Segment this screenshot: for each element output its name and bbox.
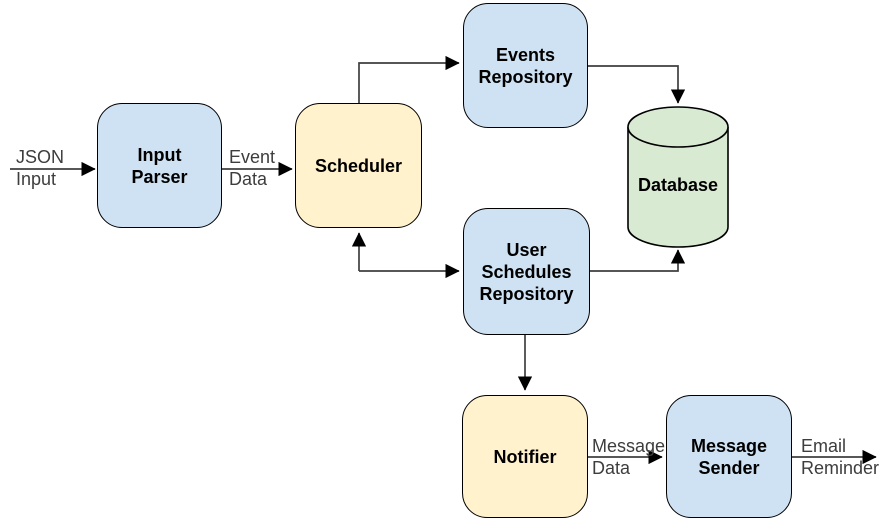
node-input-parser: Input Parser bbox=[97, 103, 222, 228]
node-label: Notifier bbox=[493, 446, 557, 467]
edge-label-message-data: Message Data bbox=[592, 435, 665, 479]
node-scheduler: Scheduler bbox=[295, 103, 422, 228]
connector-user-schedules-to-database bbox=[590, 249, 686, 272]
node-label: Events bbox=[495, 44, 556, 65]
edge-label-line: JSON bbox=[16, 147, 65, 167]
edge-label-json-input: JSON Input bbox=[16, 146, 64, 190]
node-user-schedules-repository: User Schedules Repository bbox=[463, 208, 590, 335]
node-label: Parser bbox=[131, 166, 188, 187]
node-label: Sender bbox=[698, 457, 760, 478]
edge-label-line: Data bbox=[592, 458, 631, 478]
edge-label-line: Input bbox=[16, 169, 57, 189]
node-database-label: Database bbox=[637, 174, 719, 195]
node-label: Scheduler bbox=[314, 155, 403, 176]
connector-scheduler-to-events-repository bbox=[358, 55, 460, 103]
edge-label-line: Reminder bbox=[801, 458, 880, 478]
node-label: Input bbox=[137, 144, 182, 165]
node-label: Repository bbox=[479, 283, 574, 304]
edge-label-line: Message bbox=[592, 436, 666, 456]
node-events-repository: Events Repository bbox=[463, 3, 588, 128]
node-label: User bbox=[506, 239, 547, 260]
database-cylinder bbox=[627, 106, 729, 248]
node-label: Repository bbox=[478, 66, 573, 87]
connector-events-repository-to-database bbox=[588, 65, 686, 104]
edge-label-line: Event bbox=[229, 147, 276, 167]
node-notifier: Notifier bbox=[462, 395, 588, 518]
edge-label-email-reminder: Email Reminder bbox=[801, 435, 879, 479]
edge-label-line: Email bbox=[801, 436, 847, 456]
node-label: Message bbox=[690, 435, 768, 456]
node-label: Schedules bbox=[481, 261, 572, 282]
edge-label-line: Data bbox=[229, 169, 268, 189]
node-message-sender: Message Sender bbox=[666, 395, 792, 518]
edge-label-event-data: Event Data bbox=[229, 146, 275, 190]
